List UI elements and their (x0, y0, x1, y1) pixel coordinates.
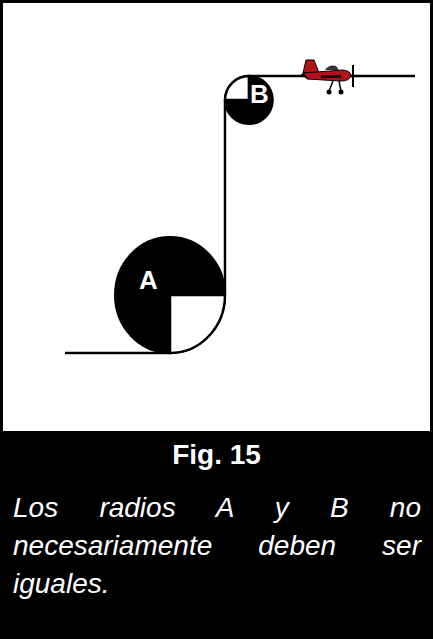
entry-line (65, 352, 171, 355)
white-quadrant (225, 76, 249, 100)
white-quadrant (170, 295, 225, 353)
circle-letter: A (139, 267, 158, 293)
radius-circle: B (225, 76, 273, 124)
exit-line (247, 75, 415, 78)
circle-shape (115, 237, 225, 353)
aerobatic-plane (299, 60, 353, 95)
vertical-climb-line (224, 100, 227, 295)
circle-letter: B (250, 81, 269, 107)
figure-caption: Los radios A y B no necesariamente deben… (13, 489, 421, 603)
radius-circle: A (115, 237, 225, 353)
figure-title: Fig. 15 (3, 439, 430, 471)
